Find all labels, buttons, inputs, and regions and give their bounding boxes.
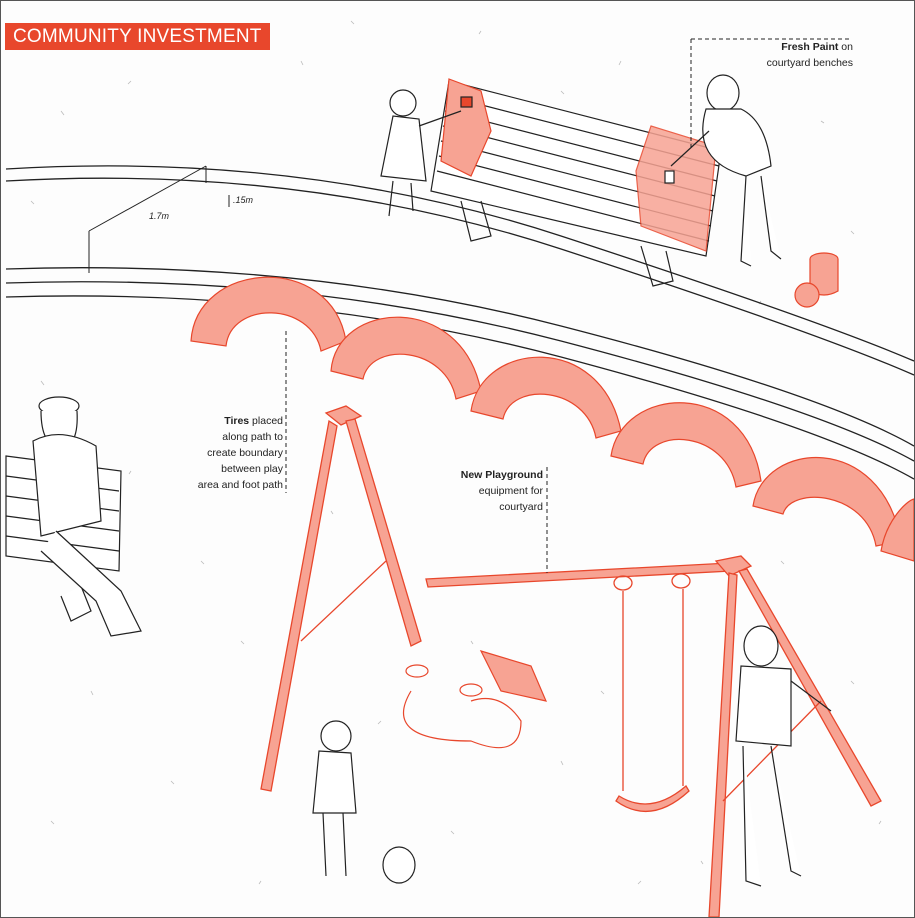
ground-toys bbox=[404, 651, 547, 748]
fresh-paint-label: Fresh Paint bbox=[781, 41, 838, 53]
height-dimension: 1.7m bbox=[149, 211, 169, 221]
swing-frame-right bbox=[426, 556, 881, 917]
seated-man-bench bbox=[6, 397, 141, 636]
playground-annotation: New Playground equipment for courtyard bbox=[411, 467, 543, 515]
painted-bench bbox=[431, 79, 721, 286]
child-with-ball bbox=[313, 721, 415, 883]
footpath bbox=[6, 166, 914, 479]
page-title: COMMUNITY INVESTMENT bbox=[5, 23, 270, 50]
tires-line4: between play bbox=[161, 461, 283, 477]
playground-line2: equipment for bbox=[411, 483, 543, 499]
fresh-paint-line2: courtyard benches bbox=[705, 55, 853, 71]
tires-label: Tires bbox=[224, 415, 249, 427]
tires-line3: create boundary bbox=[161, 445, 283, 461]
swing-seat bbox=[614, 574, 690, 811]
playground-label: New Playground bbox=[461, 469, 543, 481]
tires-line5: area and foot path bbox=[161, 477, 283, 493]
playground-line3: courtyard bbox=[411, 499, 543, 515]
tires-line2: along path to bbox=[161, 429, 283, 445]
man-at-swing bbox=[736, 626, 831, 886]
curb-dimension: .15m bbox=[233, 195, 253, 205]
fresh-paint-annotation: Fresh Paint on courtyard benches bbox=[705, 39, 853, 71]
fresh-paint-rest: on bbox=[838, 41, 853, 53]
tires-rest: placed bbox=[249, 415, 283, 427]
tires-annotation: Tires placed along path to create bounda… bbox=[161, 413, 283, 493]
paint-can bbox=[795, 253, 838, 307]
